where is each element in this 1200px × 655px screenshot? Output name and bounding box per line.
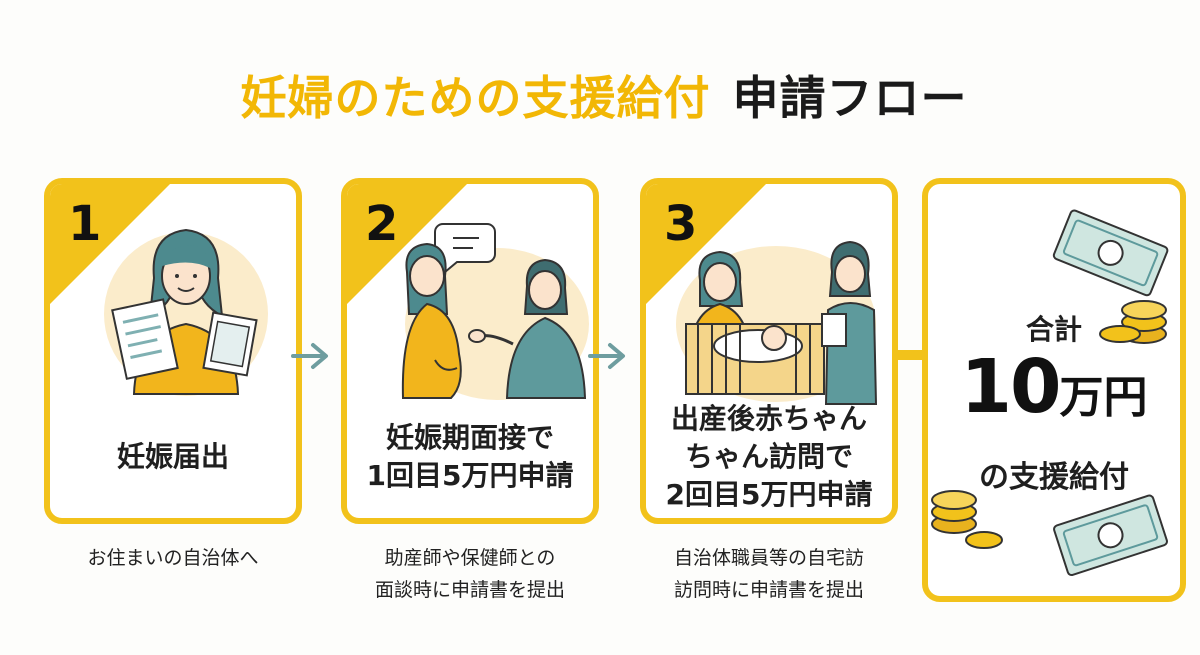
- step-text: 妊娠届出: [50, 402, 296, 512]
- step-text-line: 妊娠届出: [116, 440, 229, 473]
- total-label: 合計: [1025, 313, 1082, 346]
- step-number: 3: [664, 196, 698, 252]
- step-text-line: ちゃん訪問で: [684, 440, 853, 473]
- amount-number: 10: [956, 344, 1110, 430]
- step-text: 出産後赤ちゃん ちゃん訪問で 2回目5万円申請: [646, 402, 892, 512]
- caption-line: 面談時に申請書を提出: [374, 579, 565, 601]
- step-text-line: 1回目5万円申請: [366, 459, 574, 492]
- banknote-icon: [1053, 494, 1168, 577]
- step-text: 妊娠期面接で 1回目5万円申請: [347, 402, 593, 512]
- money-decoration: [931, 209, 1169, 577]
- home-visit-illustration: [676, 240, 878, 405]
- caption-line: お住まいの自治体へ: [87, 547, 259, 569]
- step-card-3: 3 出産後赤ちゃん ちゃん訪問で 2回目5万円申請: [640, 178, 898, 524]
- step-text-line: 妊娠期面接で: [385, 421, 554, 454]
- step-caption-3: 自治体職員等の自宅訪 訪問時に申請書を提出: [640, 542, 898, 606]
- caption-line: 訪問時に申請書を提出: [673, 579, 864, 601]
- step-number: 1: [68, 196, 102, 252]
- amount-unit: 万円: [1059, 372, 1148, 423]
- step-card-2: 2 妊娠期面接で 1回目5万円申請: [341, 178, 599, 524]
- arrow-right-icon: [291, 343, 328, 369]
- coin-stack-icon: [931, 490, 1003, 549]
- coin-stack-icon: [1099, 300, 1167, 344]
- step-text-line: 2回目5万円申請: [665, 478, 873, 511]
- total-card: 合計 10万円 の支援給付: [922, 178, 1186, 602]
- banknote-icon: [1052, 209, 1169, 297]
- step-caption-1: お住まいの自治体へ: [44, 542, 302, 574]
- total-suffix: の支援給付: [979, 460, 1129, 495]
- title-highlight: 妊婦のための支援給付: [232, 62, 719, 128]
- caption-line: 助産師や保健師との: [384, 547, 556, 569]
- connector-bar: [892, 350, 928, 360]
- step-caption-2: 助産師や保健師との 面談時に申請書を提出: [341, 542, 599, 606]
- woman-with-documents-illustration: [104, 228, 268, 396]
- title-rest: 申請フロー: [732, 71, 968, 125]
- caption-line: 自治体職員等の自宅訪: [673, 547, 864, 569]
- step-text-line: 出産後赤ちゃん: [670, 402, 867, 435]
- consultation-illustration: [401, 223, 589, 400]
- step-card-1: 1 妊娠届出: [44, 178, 302, 524]
- step-number: 2: [365, 196, 399, 252]
- page-title: 妊婦のための支援給付申請フロー: [0, 62, 1200, 128]
- total-amount: 10万円: [928, 344, 1180, 430]
- arrow-right-icon: [588, 343, 625, 369]
